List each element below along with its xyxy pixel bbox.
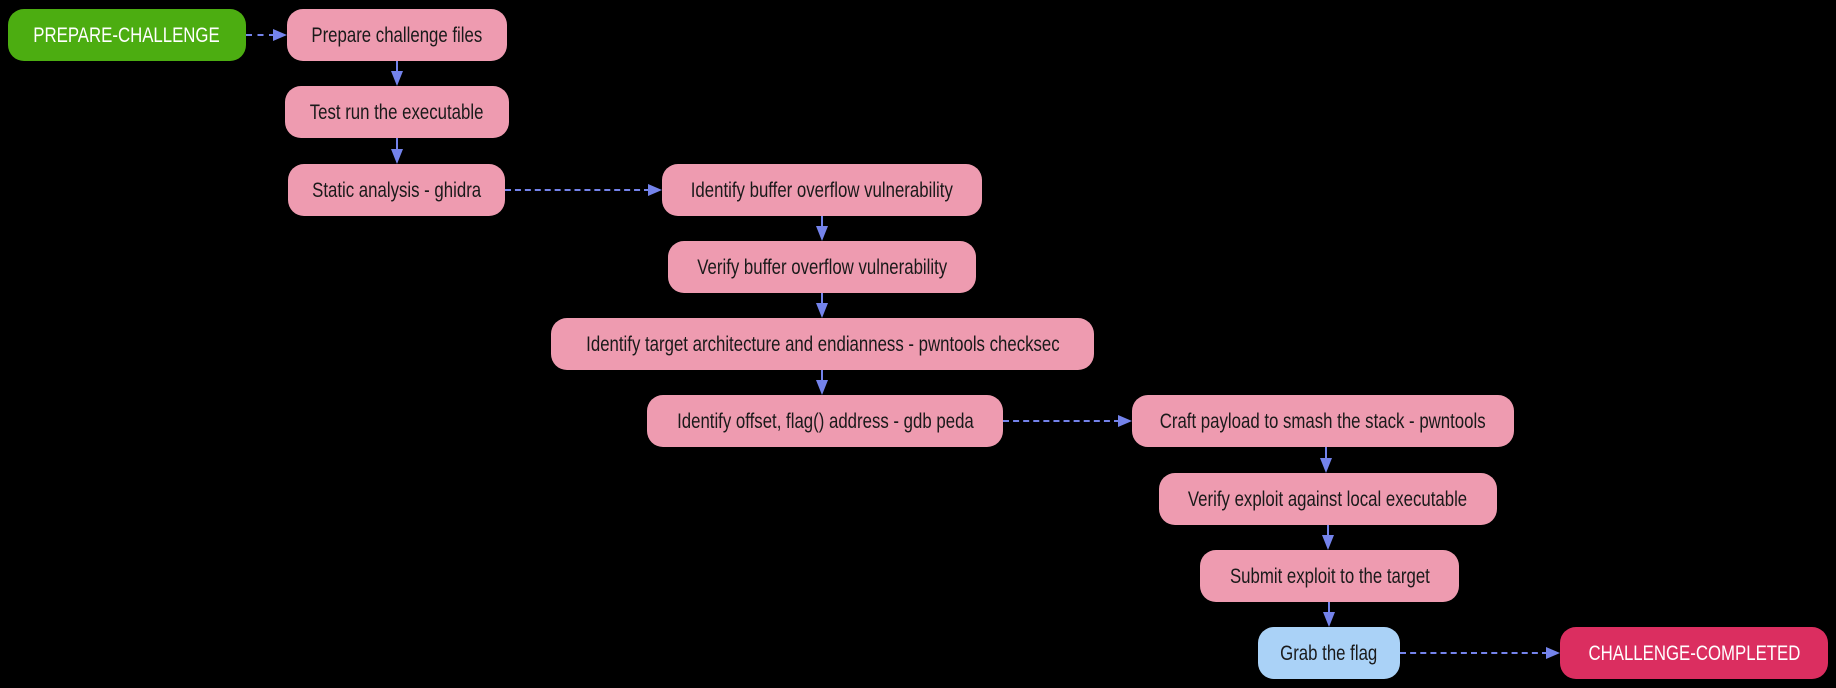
arrowhead-down-icon	[816, 380, 828, 395]
edge-line	[1325, 447, 1327, 458]
edge-line	[821, 216, 823, 227]
node-prepare-challenge: PREPARE-CHALLENGE	[8, 9, 246, 61]
edge-line	[1328, 602, 1330, 613]
edge-identify-arch-to-identify-offset	[815, 370, 829, 395]
edge-grab-flag-to-challenge-completed	[1400, 646, 1560, 660]
node-label: Verify buffer overflow vulnerability	[697, 255, 947, 279]
arrowhead-right-icon	[648, 184, 662, 196]
node-static-analysis: Static analysis - ghidra	[288, 164, 505, 216]
edge-line	[1327, 525, 1329, 536]
node-verify-overflow: Verify buffer overflow vulnerability	[668, 241, 976, 293]
edge-prepare-challenge-to-prepare-files	[246, 28, 287, 42]
edge-test-run-to-static-analysis	[390, 138, 404, 164]
arrowhead-down-icon	[391, 71, 403, 86]
node-label: PREPARE-CHALLENGE	[33, 23, 221, 47]
edge-line	[396, 61, 398, 72]
node-craft-payload: Craft payload to smash the stack - pwnto…	[1132, 395, 1514, 447]
arrowhead-down-icon	[1323, 612, 1335, 627]
node-identify-arch: Identify target architecture and endiann…	[551, 318, 1094, 370]
node-label: Test run the executable	[310, 100, 484, 124]
node-label: Static analysis - ghidra	[311, 178, 481, 202]
edge-line	[246, 34, 275, 36]
arrowhead-right-icon	[1546, 647, 1560, 659]
node-submit-exploit: Submit exploit to the target	[1200, 550, 1459, 602]
arrowhead-down-icon	[816, 303, 828, 318]
edge-verify-overflow-to-identify-arch	[815, 293, 829, 318]
node-label: CHALLENGE-COMPLETED	[1588, 641, 1800, 665]
node-identify-offset: Identify offset, flag() address - gdb pe…	[647, 395, 1003, 447]
edge-identify-offset-to-craft-payload	[1003, 414, 1132, 428]
node-grab-flag: Grab the flag	[1258, 627, 1400, 679]
edge-line	[505, 189, 650, 191]
edge-identify-overflow-to-verify-overflow	[815, 216, 829, 241]
edge-line	[1400, 652, 1548, 654]
node-label: Submit exploit to the target	[1229, 564, 1430, 588]
arrowhead-right-icon	[1118, 415, 1132, 427]
node-label: Identify offset, flag() address - gdb pe…	[676, 409, 974, 433]
node-challenge-completed: CHALLENGE-COMPLETED	[1560, 627, 1828, 679]
node-label: Prepare challenge files	[311, 23, 483, 47]
node-label: Craft payload to smash the stack - pwnto…	[1160, 409, 1486, 433]
node-label: Identify target architecture and endiann…	[585, 332, 1060, 356]
node-label: Verify exploit against local executable	[1188, 487, 1468, 511]
arrowhead-right-icon	[273, 29, 287, 41]
node-verify-exploit: Verify exploit against local executable	[1159, 473, 1497, 525]
edge-craft-payload-to-verify-exploit	[1319, 447, 1333, 473]
edge-line	[821, 293, 823, 304]
edge-line	[1003, 420, 1120, 422]
node-test-run: Test run the executable	[285, 86, 509, 138]
node-prepare-files: Prepare challenge files	[287, 9, 507, 61]
arrowhead-down-icon	[1322, 535, 1334, 550]
arrowhead-down-icon	[816, 226, 828, 241]
node-label: Grab the flag	[1280, 641, 1378, 665]
edge-verify-exploit-to-submit-exploit	[1321, 525, 1335, 550]
arrowhead-down-icon	[391, 149, 403, 164]
edge-prepare-files-to-test-run	[390, 61, 404, 86]
edge-submit-exploit-to-grab-flag	[1322, 602, 1336, 627]
edge-line	[396, 138, 398, 149]
arrowhead-down-icon	[1320, 458, 1332, 473]
edge-line	[821, 370, 823, 381]
node-identify-overflow: Identify buffer overflow vulnerability	[662, 164, 982, 216]
edge-static-analysis-to-identify-overflow	[505, 183, 662, 197]
node-label: Identify buffer overflow vulnerability	[690, 178, 954, 202]
